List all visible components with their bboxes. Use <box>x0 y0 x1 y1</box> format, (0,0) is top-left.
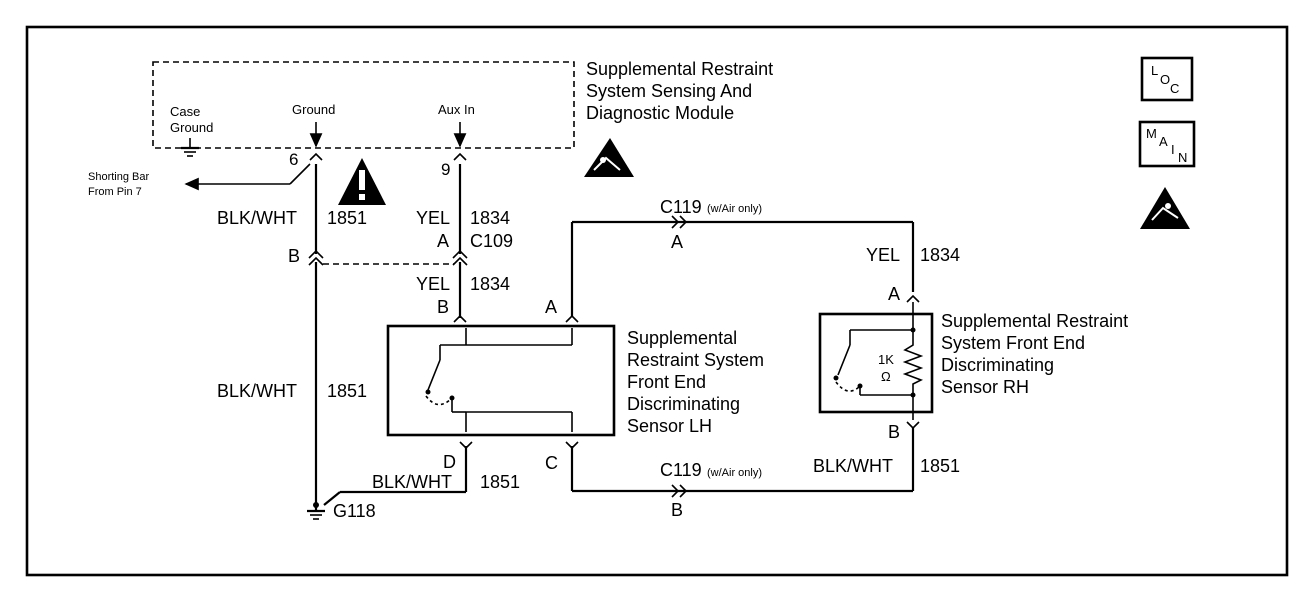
lh-pin-d-label: D <box>443 452 456 472</box>
connector-b-left-bottom <box>308 256 324 266</box>
rh-pin-a-label: A <box>888 284 900 304</box>
wire-1851-ground-splice <box>323 491 341 506</box>
lh-pin-b-connector <box>453 314 467 323</box>
c109-connector-bottom <box>452 256 468 266</box>
c119-bottom-connector-1 <box>671 484 680 498</box>
lh-pin-a-connector <box>565 314 579 323</box>
c109-label: C109 <box>470 231 513 251</box>
sensor-rh-title-1: Supplemental Restraint <box>941 311 1128 331</box>
sensor-rh-title-3: Discriminating <box>941 355 1054 375</box>
wire-1851-label-4: 1851 <box>480 472 520 492</box>
connector-b-left-top <box>308 249 324 259</box>
sdm-title-line-2: System Sensing And <box>586 81 752 101</box>
loc-letter-o: O <box>1160 72 1170 87</box>
main-letter-n: N <box>1178 150 1187 165</box>
lh-pin-c-connector <box>565 441 579 450</box>
case-ground-label-1: Case <box>170 104 200 119</box>
resistor-value-label: 1K <box>878 352 894 367</box>
c119-bottom-connector-2 <box>679 484 688 498</box>
pin-9-label: 9 <box>441 160 450 179</box>
sensor-lh-box <box>386 324 616 437</box>
main-icon[interactable]: M A I N <box>1138 120 1196 168</box>
wire-yel-label-3: YEL <box>866 245 900 265</box>
shorting-bar <box>184 163 311 191</box>
ground-g118-symbol <box>307 502 325 520</box>
sensor-lh-internal-circuit <box>425 328 573 432</box>
pin-6-connector <box>309 152 323 161</box>
sensor-rh-title-4: Sensor RH <box>941 377 1029 397</box>
c119-top-label: C119 <box>660 197 702 217</box>
diagram-frame <box>25 25 1289 577</box>
lh-pin-a-label: A <box>545 297 557 317</box>
warning-icon <box>338 158 386 205</box>
wire-blk-wht-label-3: BLK/WHT <box>813 456 893 476</box>
sensor-lh-title-3: Front End <box>627 372 706 392</box>
rh-pin-a-connector <box>906 294 920 303</box>
sensor-lh-title-2: Restraint System <box>627 350 764 370</box>
loc-letter-c: C <box>1170 81 1179 96</box>
wire-blk-wht-label-2: BLK/WHT <box>217 381 297 401</box>
sensor-rh-box <box>818 312 934 414</box>
c119-top-connector-2 <box>679 215 688 229</box>
wire-yel-label-2: YEL <box>416 274 450 294</box>
pin-9-connector <box>453 152 467 161</box>
rh-pin-b-label: B <box>888 422 900 442</box>
shorting-bar-label-1: Shorting Bar <box>88 171 149 183</box>
aux-in-pin-label: Aux In <box>438 102 475 117</box>
wire-1834-label-1: 1834 <box>470 208 510 228</box>
wire-1834-label-3: 1834 <box>920 245 960 265</box>
wire-yel-label-1: YEL <box>416 208 450 228</box>
rh-pin-b-connector <box>906 421 920 430</box>
sdm-title-line-3: Diagnostic Module <box>586 103 734 123</box>
connector-b-left-label: B <box>288 246 300 266</box>
c119-bottom-label: C119 <box>660 460 702 480</box>
wire-1851-label-2: 1851 <box>327 381 367 401</box>
c119-top-note: (w/Air only) <box>707 203 762 215</box>
esd-sensitive-icon <box>584 138 634 177</box>
case-ground-symbol <box>181 138 199 157</box>
ground-g118-label: G118 <box>333 501 376 521</box>
sdm-title: Supplemental Restraint System Sensing An… <box>586 59 773 123</box>
resistor-symbol <box>902 330 924 395</box>
lh-pin-b-label: B <box>437 297 449 317</box>
sensor-lh-title-5: Sensor LH <box>627 416 712 436</box>
wire-1851-label-3: 1851 <box>920 456 960 476</box>
c119-top-pin-label: A <box>671 232 683 252</box>
wire-blk-wht-label-1: BLK/WHT <box>217 208 297 228</box>
ground-pin-label: Ground <box>292 102 335 117</box>
c109-pin-a-label: A <box>437 231 449 251</box>
sdm-module-outline <box>152 61 575 149</box>
main-letter-i: I <box>1171 142 1175 157</box>
loc-icon[interactable]: L O C <box>1140 56 1194 102</box>
resistor-unit-label: Ω <box>881 369 891 384</box>
wire-1834-label-2: 1834 <box>470 274 510 294</box>
main-letter-a: A <box>1159 134 1168 149</box>
case-ground-label-2: Ground <box>170 120 213 135</box>
wire-blk-wht-label-4: BLK/WHT <box>372 472 452 492</box>
esd-right-icon[interactable] <box>1140 187 1190 229</box>
main-letter-m: M <box>1146 126 1157 141</box>
sensor-lh-title-1: Supplemental <box>627 328 737 348</box>
c119-bottom-note: (w/Air only) <box>707 467 762 479</box>
sensor-rh-internal-circuit <box>833 302 924 420</box>
sensor-lh-title-4: Discriminating <box>627 394 740 414</box>
c119-top-connector-1 <box>671 215 680 229</box>
shorting-bar-label-2: From Pin 7 <box>88 186 142 198</box>
c109-connector-top <box>452 249 468 259</box>
c119-bottom-pin-label: B <box>671 500 683 520</box>
lh-pin-c-label: C <box>545 453 558 473</box>
sdm-title-line-1: Supplemental Restraint <box>586 59 773 79</box>
pin-6-label: 6 <box>289 150 298 169</box>
wire-1851-label-1: 1851 <box>327 208 367 228</box>
sensor-rh-title-2: System Front End <box>941 333 1085 353</box>
loc-letter-l: L <box>1151 63 1158 78</box>
